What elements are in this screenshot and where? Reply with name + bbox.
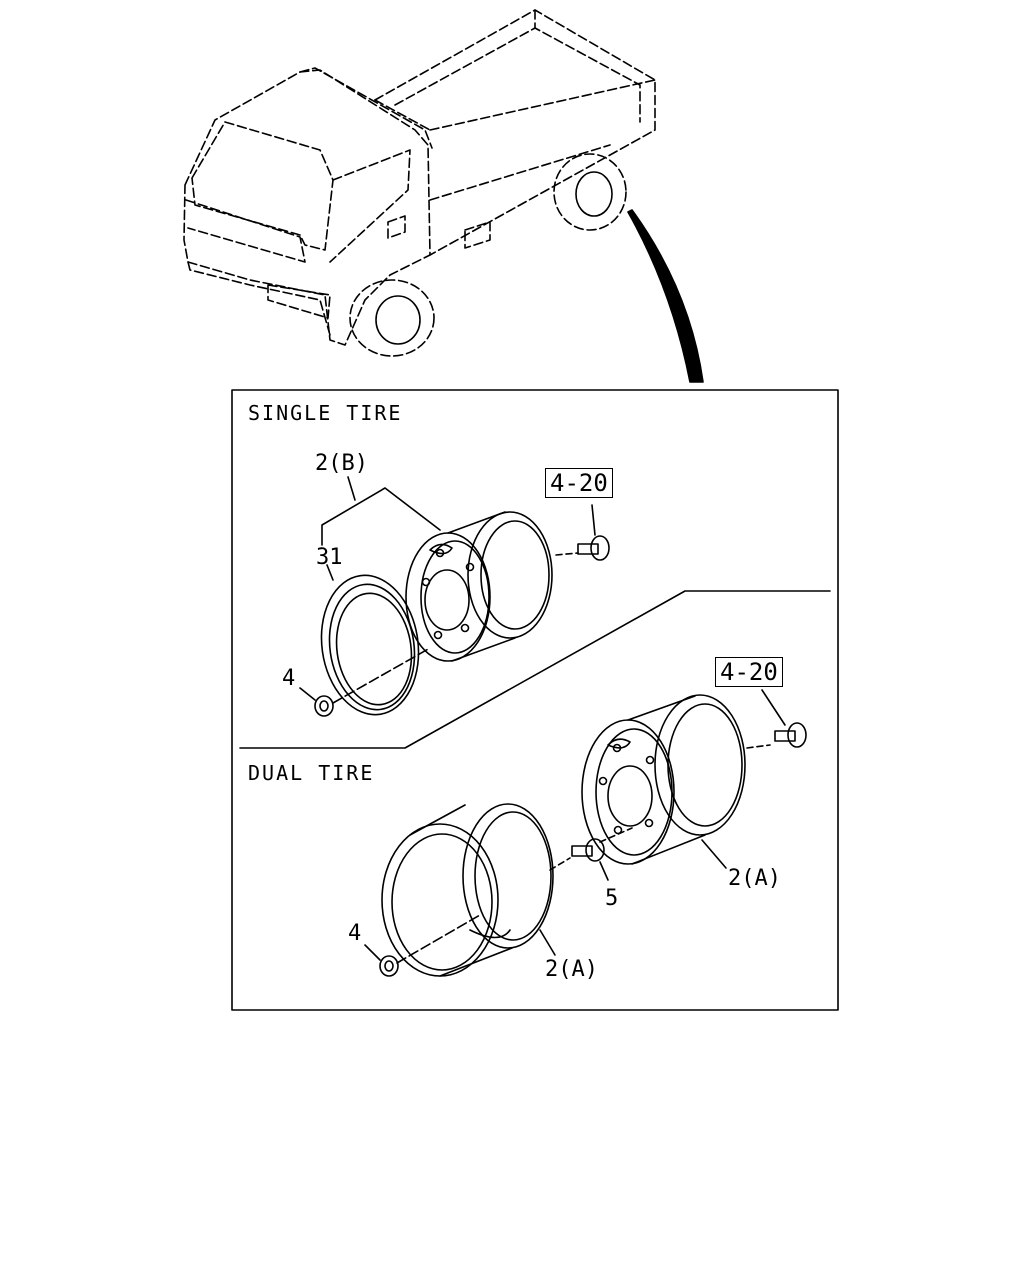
nut-single	[299, 647, 431, 717]
section-divider	[239, 590, 831, 749]
nut-dual	[364, 914, 481, 977]
truck-front-wheel	[349, 279, 435, 357]
wheel-dual-outer	[381, 803, 556, 977]
truck-rear-wheel	[553, 153, 627, 231]
stud-5	[549, 827, 633, 881]
bolt-single	[577, 504, 610, 561]
retaining-ring-31	[320, 564, 420, 716]
callout-nut-single: 4	[282, 666, 296, 691]
ref-box-dual[interactable]: 4-20	[715, 657, 783, 687]
callout-wheel-dual-outer: 2(A)	[545, 957, 598, 982]
leader-wheel-single	[321, 476, 441, 546]
detail-frame	[231, 389, 839, 1011]
ref-box-single[interactable]: 4-20	[545, 468, 613, 498]
truck-outline	[183, 9, 656, 346]
section-label-single-tire: SINGLE TIRE	[248, 401, 403, 425]
callout-nut-dual: 4	[348, 921, 362, 946]
wheel-single	[405, 511, 579, 662]
wheel-dual-inner	[581, 694, 771, 869]
callout-stud-5: 5	[605, 886, 619, 911]
callout-wheel-single: 2(B)	[315, 451, 368, 476]
bolt-dual	[761, 689, 807, 748]
callout-ring-31: 31	[316, 545, 343, 570]
callout-wheel-dual-inner: 2(A)	[728, 866, 781, 891]
leader-arrow	[627, 209, 704, 383]
section-label-dual-tire: DUAL TIRE	[248, 761, 375, 785]
